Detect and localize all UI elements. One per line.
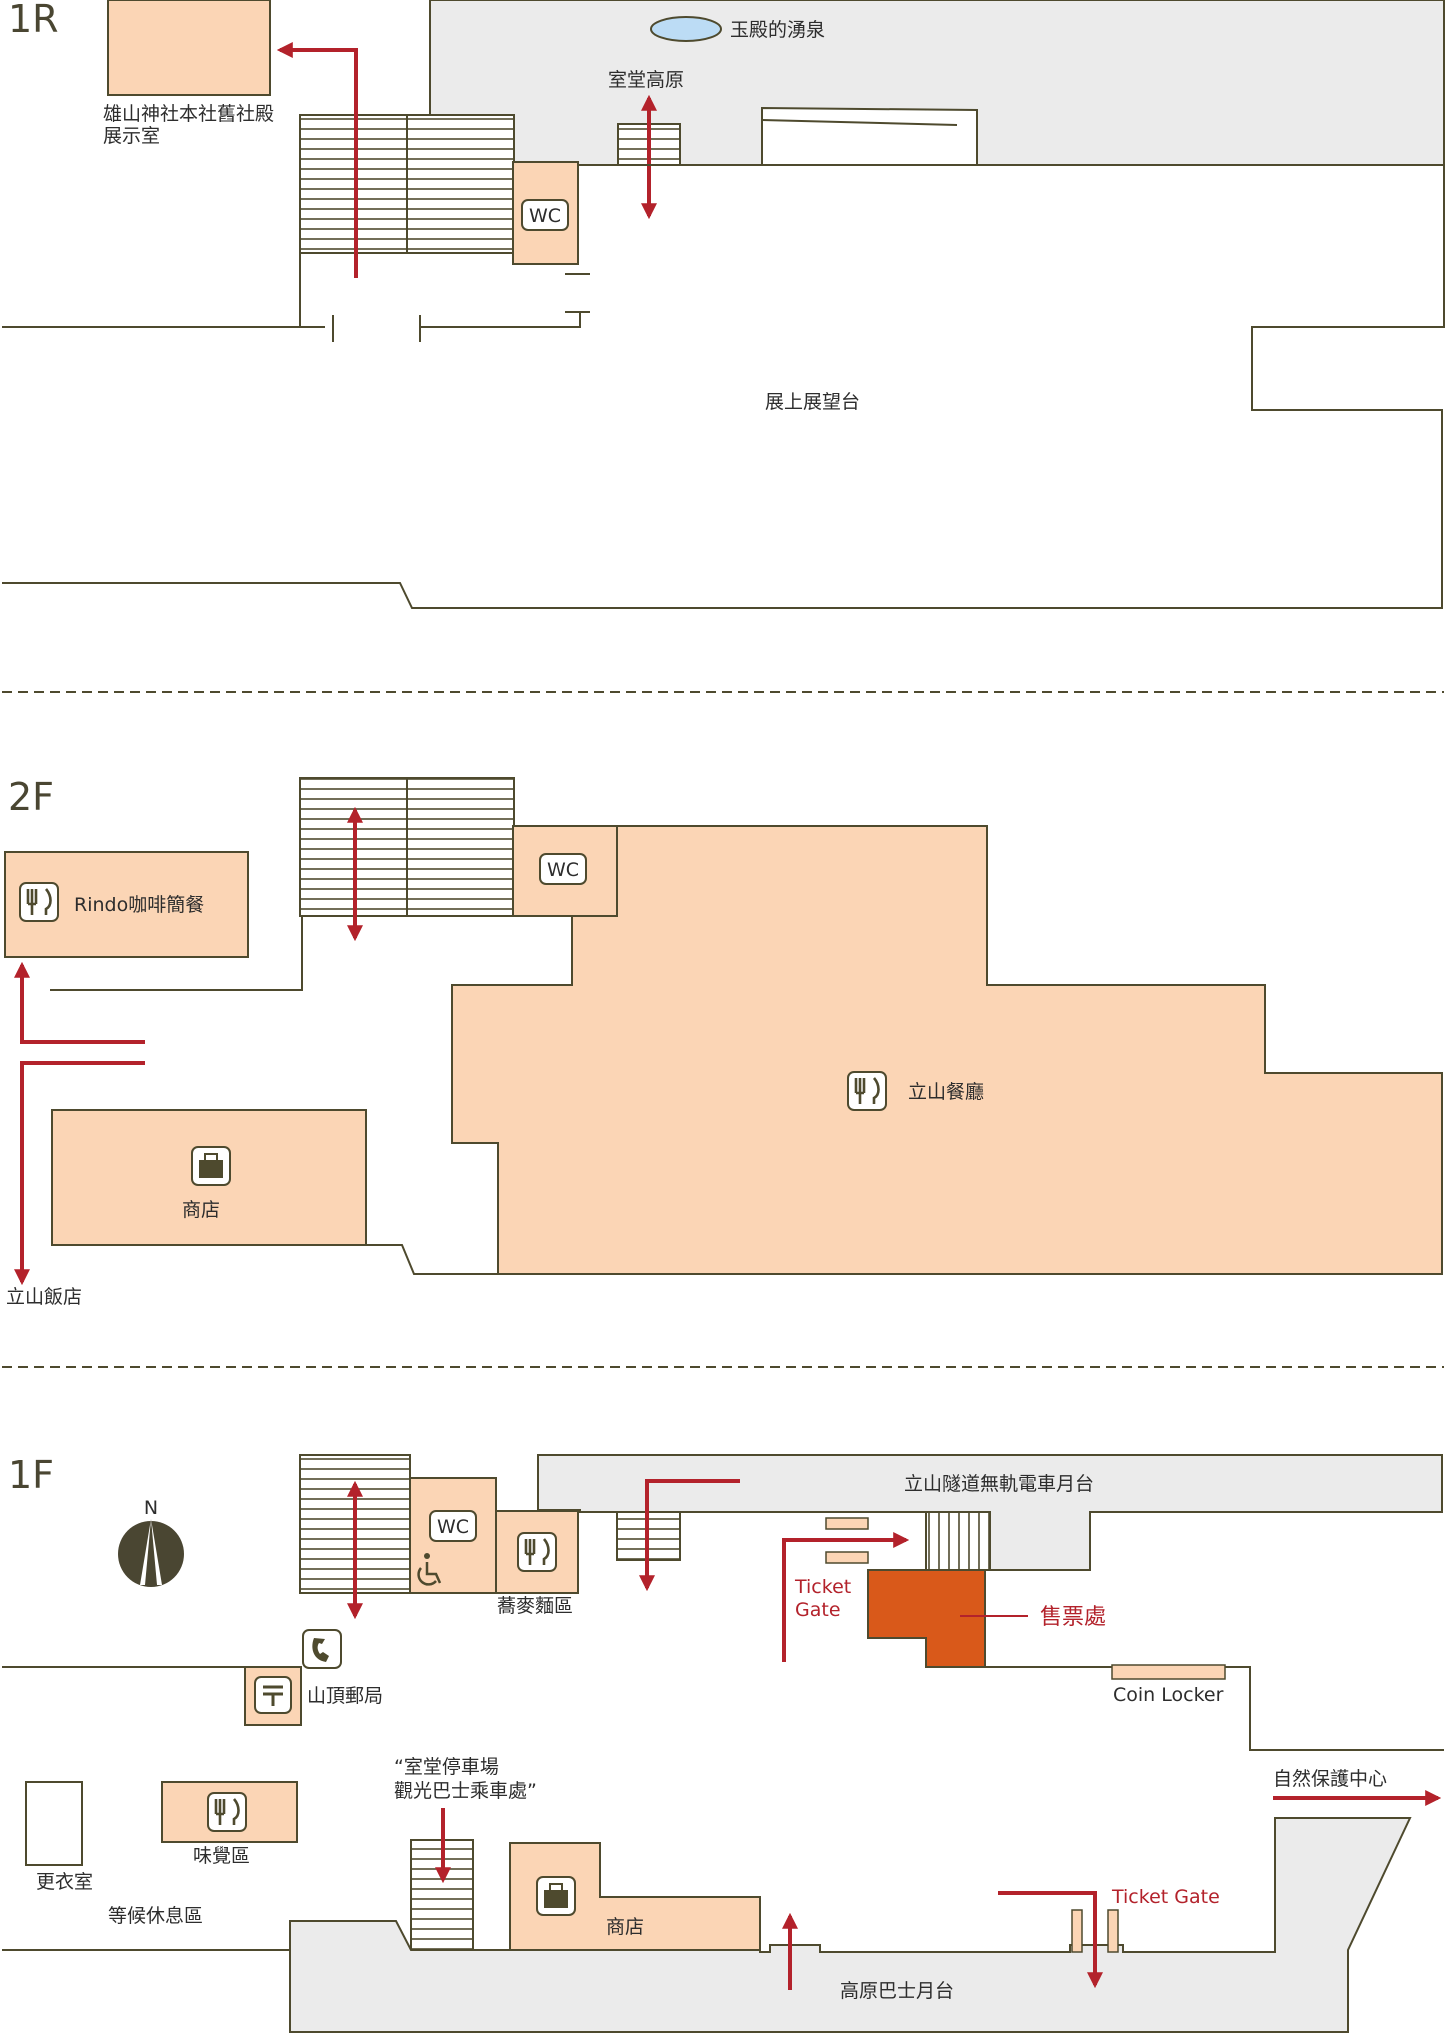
exhibition-route-arrow bbox=[276, 42, 358, 278]
telephone-icon bbox=[302, 1629, 342, 1669]
floor-title-1r: 1R bbox=[8, 0, 59, 41]
shop-label-2f: 商店 bbox=[182, 1199, 220, 1221]
waiting-area-label: 等候休息區 bbox=[108, 1905, 203, 1927]
ticket-office-label: 售票處 bbox=[1040, 1605, 1106, 1630]
restaurant-label: 立山餐廳 bbox=[908, 1081, 984, 1103]
floor-1r: 1R 玉殿的湧泉 室堂高原 雄山神社本社舊社殿 展示室 WC 展上展望台 bbox=[2, 0, 1445, 609]
coin-locker-label: Coin Locker bbox=[1113, 1684, 1224, 1706]
wc-icon bbox=[429, 1510, 477, 1542]
platform-stairs[interactable] bbox=[925, 1511, 991, 1571]
compass-north-icon bbox=[118, 1519, 184, 1587]
trolley-stairs-arrow bbox=[639, 1479, 740, 1592]
wc-label-2f: WC bbox=[547, 859, 579, 881]
bus-platform bbox=[289, 1817, 1412, 2033]
lower-ticket-gate-arrow bbox=[998, 1891, 1103, 1989]
taste-zone-label: 味覺區 bbox=[193, 1845, 250, 1867]
walls-2f bbox=[50, 916, 498, 1275]
restaurant-icon bbox=[847, 1071, 887, 1111]
wc-label-1r: WC bbox=[529, 205, 561, 227]
restaurant-icon bbox=[19, 882, 59, 922]
entrance-walls-1r bbox=[2, 253, 590, 342]
wheelchair-icon bbox=[417, 1553, 442, 1586]
bus-stop-label-2: 觀光巴士乘車處” bbox=[394, 1780, 537, 1802]
bus-stop-label-1: “室堂停車場 bbox=[394, 1756, 499, 1778]
lower-gate-bar-1 bbox=[1071, 1909, 1083, 1953]
exhibition-label-1: 雄山神社本社舊社殿 bbox=[103, 103, 274, 125]
observation-deck-outline bbox=[2, 164, 1445, 609]
north-label: N bbox=[144, 1497, 158, 1519]
observation-deck-label: 展上展望台 bbox=[765, 391, 860, 413]
murodo-plateau-label: 室堂高原 bbox=[608, 69, 684, 91]
coin-locker[interactable] bbox=[1111, 1664, 1226, 1680]
floor-1f: 1F N 立山隧道無軌電車月台 WC 蕎麥麵區 bbox=[2, 1453, 1444, 2033]
floor-title-2f: 2F bbox=[8, 775, 54, 819]
tateyama-restaurant[interactable] bbox=[451, 825, 1443, 1275]
post-office-label: 山頂郵局 bbox=[307, 1685, 383, 1707]
ticket-gate-label-2: Gate bbox=[795, 1599, 841, 1621]
murodo-plateau-area bbox=[429, 0, 1445, 166]
spring-icon bbox=[650, 16, 722, 42]
locker-room[interactable] bbox=[25, 1781, 83, 1866]
ticket-gate-bar-2 bbox=[825, 1551, 869, 1564]
main-stairs-left[interactable] bbox=[299, 114, 408, 254]
bus-platform-label: 高原巴士月台 bbox=[840, 1980, 954, 2002]
shop-bag-icon bbox=[191, 1146, 231, 1186]
main-stairs-right[interactable] bbox=[406, 114, 515, 254]
post-office-icon bbox=[254, 1676, 292, 1714]
ticket-office[interactable] bbox=[867, 1569, 986, 1668]
hotel-label: 立山飯店 bbox=[6, 1286, 82, 1308]
lower-ticket-gate-label: Ticket Gate bbox=[1111, 1886, 1220, 1908]
wc-icon bbox=[521, 199, 569, 231]
ticket-gate-bar-1 bbox=[825, 1517, 869, 1530]
cafe-route-arrow bbox=[14, 961, 145, 1044]
shop-bag-icon bbox=[536, 1876, 576, 1916]
ticket-gate-route-arrow bbox=[782, 1532, 910, 1662]
plateau-ramp bbox=[761, 119, 958, 126]
locker-room-label: 更衣室 bbox=[36, 1871, 93, 1893]
hotel-route-arrow bbox=[14, 1061, 145, 1286]
nature-center-label: 自然保護中心 bbox=[1273, 1768, 1387, 1790]
spring-label: 玉殿的湧泉 bbox=[730, 19, 825, 41]
lower-gate-bar-2 bbox=[1107, 1909, 1119, 1953]
shrine-exhibition-room[interactable] bbox=[107, 0, 271, 96]
soba-label: 蕎麥麵區 bbox=[497, 1595, 573, 1617]
restaurant-icon bbox=[517, 1532, 557, 1572]
restaurant-icon bbox=[207, 1792, 247, 1832]
ticket-gate-label-1: Ticket bbox=[794, 1576, 851, 1598]
corridor-walls-1f bbox=[2, 1666, 1444, 1751]
wc-icon bbox=[539, 853, 587, 885]
shop-label-1f: 商店 bbox=[606, 1916, 644, 1938]
floor-2f: 2F Rindo咖啡簡餐 WC 立山餐廳 商店 bbox=[4, 775, 1443, 1308]
floor-title-1f: 1F bbox=[8, 1453, 54, 1497]
wc-label-1f: WC bbox=[437, 1516, 469, 1538]
cafe-label: Rindo咖啡簡餐 bbox=[74, 894, 204, 916]
trolley-platform-label: 立山隧道無軌電車月台 bbox=[904, 1473, 1094, 1495]
exhibition-label-2: 展示室 bbox=[103, 125, 160, 147]
stairs-2f-right[interactable] bbox=[406, 777, 515, 917]
